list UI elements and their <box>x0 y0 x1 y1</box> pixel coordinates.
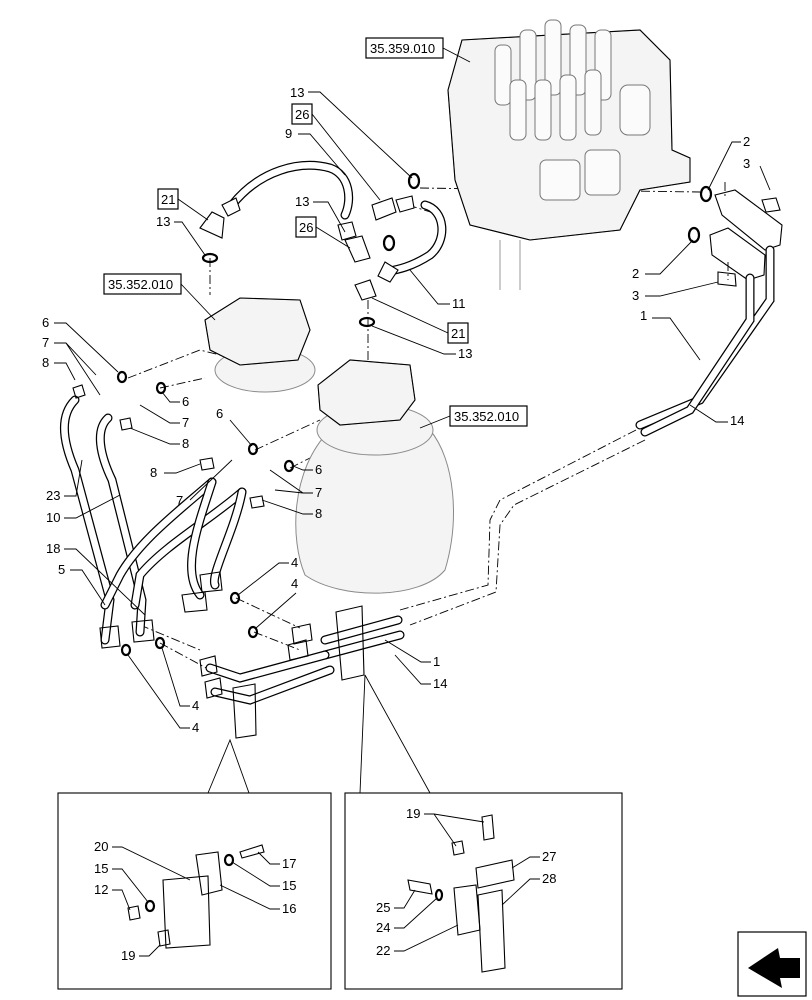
callout-25: 25 <box>376 900 390 915</box>
callout-4c: 4 <box>192 698 199 713</box>
callout-4b: 4 <box>291 576 298 591</box>
callout-23: 23 <box>46 488 60 503</box>
boxed-callout-21b[interactable]: 21 <box>371 297 469 344</box>
callout-19a: 19 <box>121 948 135 963</box>
arrow-icon[interactable] <box>737 931 807 997</box>
callout-6d: 6 <box>315 462 322 477</box>
callout-13d: 13 <box>458 346 472 361</box>
callout-21a-text: 21 <box>161 192 175 207</box>
callout-7b: 7 <box>182 415 189 430</box>
callout-27: 27 <box>542 849 556 864</box>
swing-motor-lower <box>295 359 454 594</box>
right-flanges <box>687 185 783 287</box>
callout-17: 17 <box>282 856 296 871</box>
inset-box-right <box>344 674 623 990</box>
callout-3b: 3 <box>632 288 639 303</box>
callout-2a: 2 <box>743 134 750 149</box>
callout-9: 9 <box>285 126 292 141</box>
ref-box-motor-lower[interactable]: 35.352.010 <box>419 405 528 429</box>
ref-box-motor-upper[interactable]: 35.352.010 <box>103 273 216 321</box>
callout-28: 28 <box>542 871 556 886</box>
callout-15b: 15 <box>282 878 296 893</box>
callout-21b-text: 21 <box>451 326 465 341</box>
callout-18: 18 <box>46 541 60 556</box>
left-hoses <box>60 395 335 705</box>
callout-14a: 14 <box>730 413 744 428</box>
callout-20: 20 <box>94 839 108 854</box>
callout-7a: 7 <box>42 335 49 350</box>
callout-1a: 1 <box>640 308 647 323</box>
swing-motor-upper <box>204 297 316 393</box>
callout-6a: 6 <box>42 315 49 330</box>
callout-15a: 15 <box>94 861 108 876</box>
callout-22: 22 <box>376 943 390 958</box>
ref-motor-upper-label: 35.352.010 <box>108 277 173 292</box>
callout-8d: 8 <box>315 506 322 521</box>
callout-7c: 7 <box>176 493 183 508</box>
boxed-callout-26b[interactable]: 26 <box>295 216 351 249</box>
elbow-fittings <box>199 195 415 301</box>
control-valve-block <box>447 19 691 290</box>
callout-26b-text: 26 <box>299 220 313 235</box>
callout-19b: 19 <box>406 806 420 821</box>
callout-12: 12 <box>94 882 108 897</box>
callout-8a: 8 <box>42 355 49 370</box>
callouts: 13 9 13 13 2 3 2 3 1 11 13 14 6 7 8 6 7 … <box>42 85 771 963</box>
callout-6c: 6 <box>216 406 223 421</box>
inset-box-left <box>57 738 332 990</box>
callout-7d: 7 <box>315 485 322 500</box>
callout-13a: 13 <box>290 85 304 100</box>
callout-10: 10 <box>46 510 60 525</box>
callout-13b: 13 <box>295 194 309 209</box>
callout-5: 5 <box>58 562 65 577</box>
callout-14b: 14 <box>433 676 447 691</box>
long-tubes-1-14 <box>320 245 775 660</box>
callout-8c: 8 <box>150 465 157 480</box>
callout-6b: 6 <box>182 394 189 409</box>
ref-motor-lower-label: 35.352.010 <box>454 409 519 424</box>
callout-16: 16 <box>282 901 296 916</box>
o-rings-upper <box>201 172 421 328</box>
callout-13c: 13 <box>156 214 170 229</box>
ref-valve-block-label: 35.359.010 <box>370 41 435 56</box>
callout-4a: 4 <box>291 555 298 570</box>
clamp-brackets <box>232 605 365 739</box>
callout-11: 11 <box>452 296 466 311</box>
callout-8b: 8 <box>182 436 189 451</box>
boxed-callout-26a[interactable]: 26 <box>291 103 381 201</box>
upper-hose-9 <box>227 160 354 220</box>
ref-box-valve[interactable]: 35.359.010 <box>365 37 471 63</box>
callout-1b: 1 <box>433 654 440 669</box>
callout-24: 24 <box>376 920 390 935</box>
callout-2b: 2 <box>632 266 639 281</box>
boxed-callout-21a[interactable]: 21 <box>157 188 209 221</box>
callout-4d: 4 <box>192 720 199 735</box>
callout-3a: 3 <box>743 156 750 171</box>
callout-26a-text: 26 <box>295 107 309 122</box>
